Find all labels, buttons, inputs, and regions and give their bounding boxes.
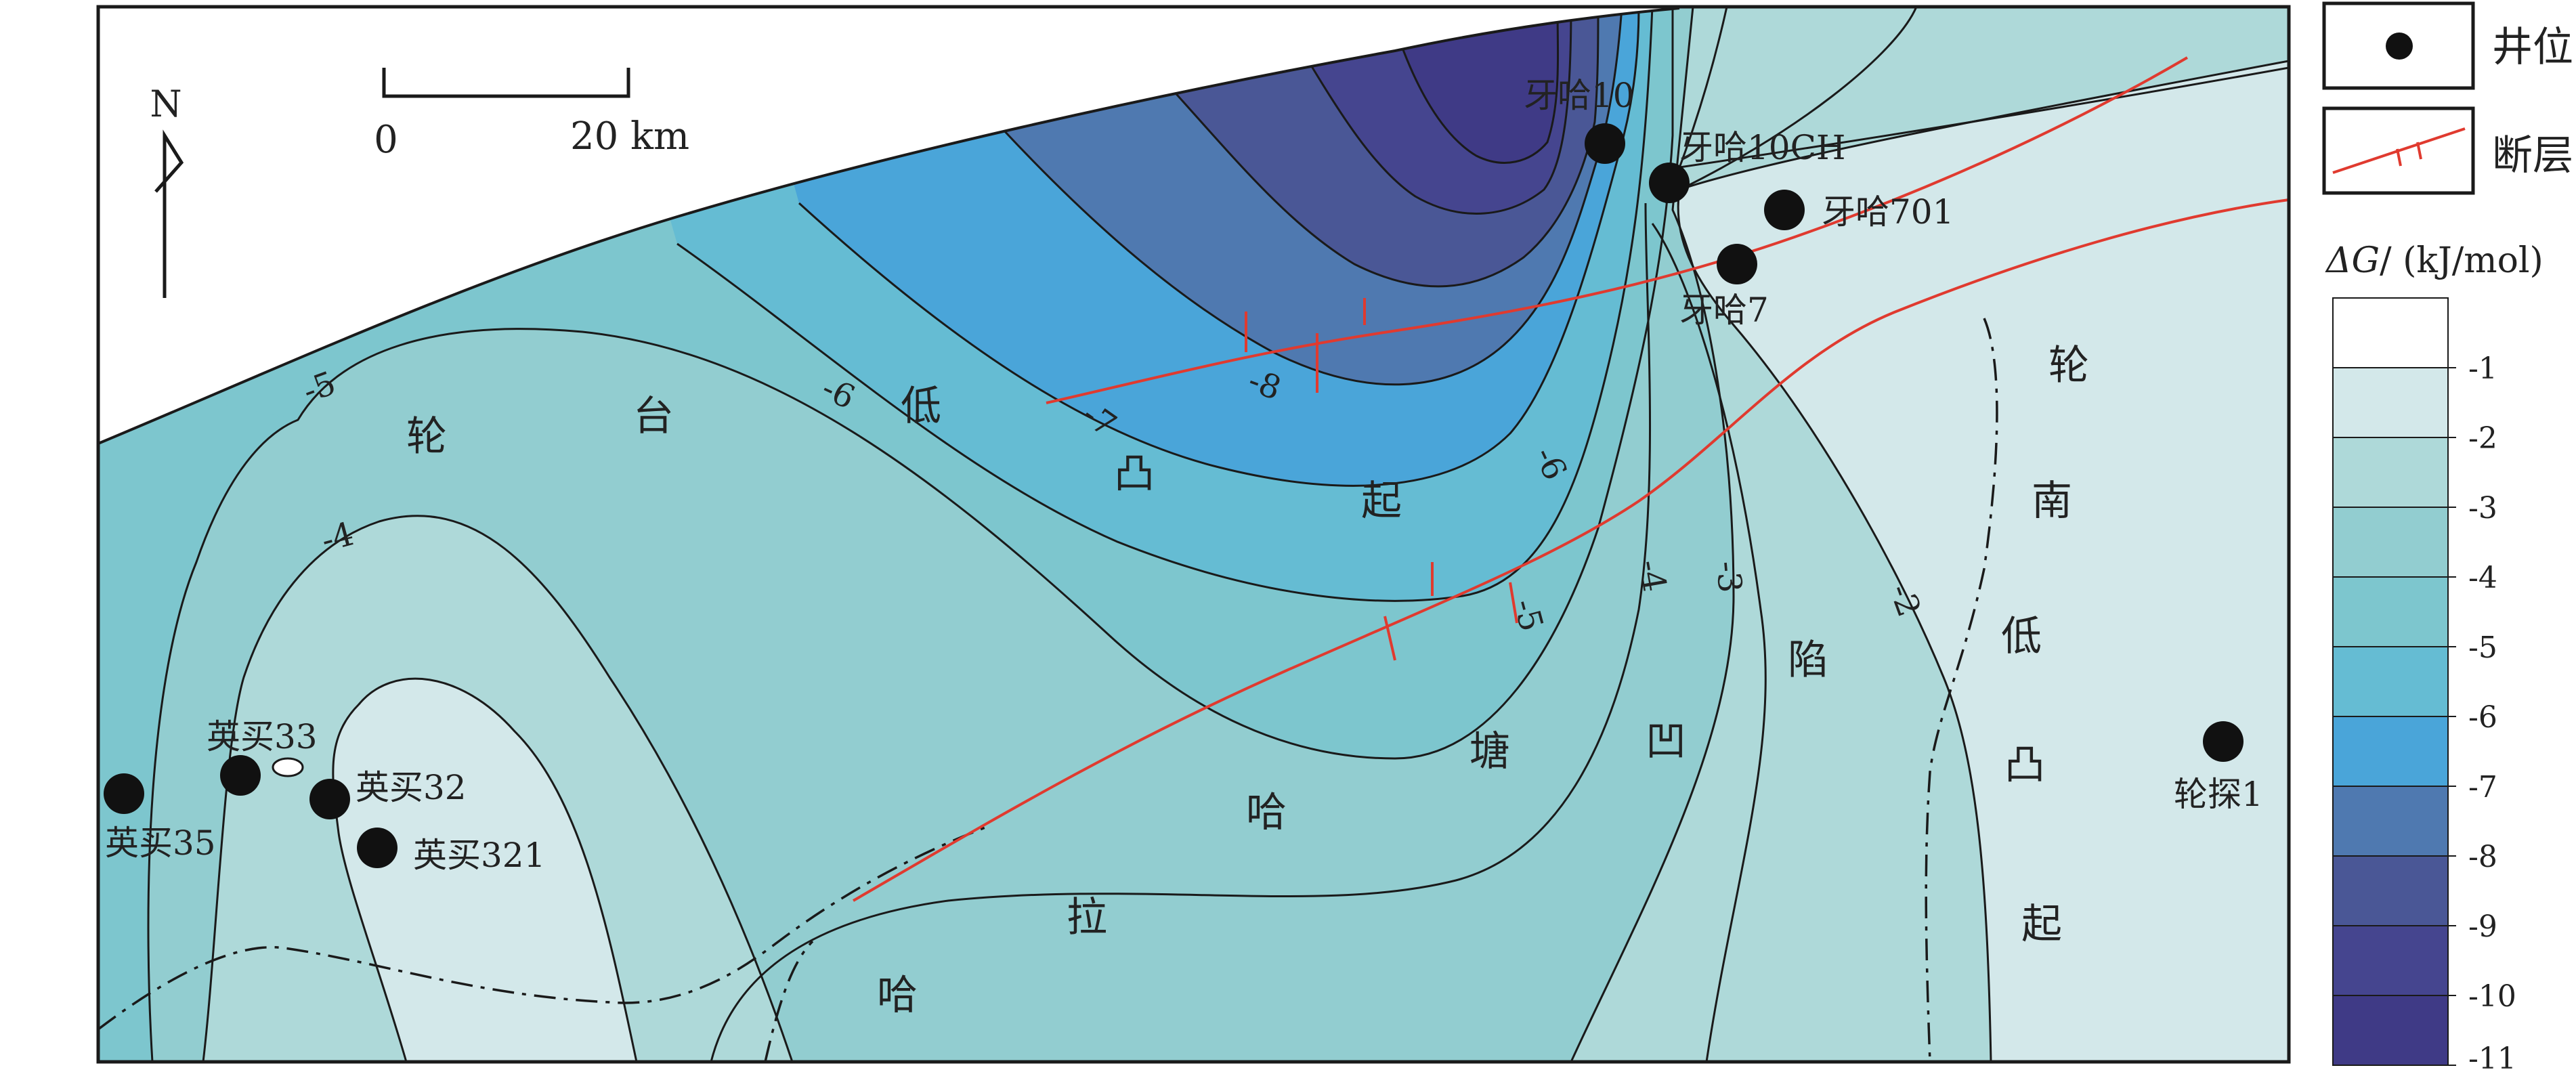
well-label: 轮探1 (2174, 775, 2263, 814)
region-label-luntai: 低 (901, 383, 941, 430)
color-scale-cell (2332, 995, 2449, 1066)
fault-icon (2332, 127, 2466, 174)
well-marker (309, 779, 350, 819)
region-label-luntai: 凸 (1114, 450, 1155, 498)
well-marker (1649, 163, 1690, 203)
wells: 牙哈10 牙哈10CH 牙哈701 牙哈7 英买33 英买32 英买35 英买3… (104, 76, 2263, 875)
color-scale-cell (2332, 646, 2449, 717)
color-scale-tick-label: -4 (2468, 561, 2497, 595)
fault-lines (852, 56, 2289, 902)
delta-g-symbol: ΔG (2325, 240, 2380, 281)
zone-east-2 (1678, 61, 2289, 1062)
region-label-lunnan: 轮 (2048, 342, 2089, 389)
region-label-halahatang: 凹 (1646, 718, 1686, 765)
contour-label: -4 (1631, 557, 1673, 595)
well-marker (1764, 190, 1805, 230)
region-label-lunnan: 低 (2001, 613, 2042, 660)
color-scale-cell (2332, 925, 2449, 996)
color-scale-tick-label: -9 (2468, 909, 2497, 944)
region-label-lunnan: 凸 (2004, 742, 2045, 789)
legend: 井位 断层 ΔG/ (kJ/mol) -1 -2 -3 -4 -5 -6 -7 -8 -9 -10… (2322, 1, 2573, 1072)
color-scale-tick-label: -5 (2468, 630, 2497, 665)
well-label: 牙哈701 (1822, 192, 1954, 232)
scale-end-label: 20 km (570, 114, 689, 158)
well-label: 英买32 (356, 768, 467, 807)
north-label: N (150, 83, 181, 125)
map-frame (96, 5, 2291, 1064)
region-label-lunnan: 起 (2021, 901, 2062, 948)
color-scale-cell (2332, 367, 2449, 438)
scale-bar: 0 20 km (374, 68, 689, 162)
region-label-halahatang: 塘 (1469, 728, 1510, 775)
northern-boundary (98, 7, 1680, 445)
color-scale: -1 -2 -3 -4 -5 -6 -7 -8 -9 -10 -11 (2332, 297, 2516, 1072)
well-marker (357, 828, 398, 868)
region-label-halahatang: 哈 (1246, 789, 1287, 836)
zone-southwest-2 (332, 679, 637, 1062)
boundary-lines (98, 318, 1998, 1062)
well-marker (2203, 721, 2244, 762)
color-scale-cell (2332, 507, 2449, 578)
color-scale-cell (2332, 576, 2449, 647)
color-scale-cell (2332, 786, 2449, 857)
region-label-halahatang: 哈 (877, 972, 918, 1019)
well-label: 英买321 (413, 836, 545, 875)
scale-start-label: 0 (374, 118, 398, 162)
scale-bar-line (382, 68, 630, 98)
well-label: 英买33 (207, 717, 318, 756)
north-arrow-icon (154, 129, 184, 298)
color-scale-tick-label: -1 (2468, 351, 2497, 386)
color-scale-cell (2332, 855, 2449, 926)
legend-delta-g-title: ΔG/ (kJ/mol) (2325, 240, 2543, 281)
color-scale-tick-label: -10 (2468, 979, 2516, 1014)
color-scale-tick-label: -11 (2468, 1042, 2516, 1072)
region-labels: 轮 台 低 凸 起 哈 拉 哈 塘 凹 陷 轮 南 低 凸 起 (406, 342, 2089, 1019)
color-scale-cell (2332, 297, 2449, 368)
unmapped-area (98, 7, 1679, 444)
delta-g-unit: / (kJ/mol) (2380, 240, 2543, 281)
color-scale-cell (2332, 716, 2449, 787)
color-scale-tick-label: -3 (2468, 491, 2497, 526)
well-marker (1717, 244, 1757, 284)
well-label: 英买35 (105, 823, 216, 863)
color-scale-tick-label: -8 (2468, 840, 2497, 874)
color-scale-tick-label: -7 (2468, 770, 2497, 805)
well-marker (220, 755, 261, 796)
region-label-lunnan: 南 (2032, 477, 2072, 525)
region-label-halahatang: 拉 (1067, 894, 1107, 941)
color-scale-tick-label: -2 (2468, 421, 2497, 456)
small-closure-contour (272, 757, 304, 777)
well-marker (104, 773, 144, 814)
well-marker (1585, 123, 1625, 164)
legend-well-label: 井位 (2492, 24, 2573, 71)
well-label: 牙哈7 (1679, 291, 1769, 330)
well-marker-icon (2386, 33, 2413, 60)
legend-fault-label: 断层 (2492, 132, 2573, 179)
color-scale-tick-label: -6 (2468, 700, 2497, 735)
north-arrow: N (150, 83, 184, 298)
well-label: 牙哈10CH (1679, 128, 1845, 167)
region-label-luntai: 轮 (406, 413, 447, 460)
region-label-halahatang: 陷 (1788, 637, 1828, 684)
well-label: 牙哈10 (1524, 76, 1635, 115)
color-scale-cell (2332, 437, 2449, 508)
region-label-luntai: 起 (1361, 477, 1402, 525)
region-label-luntai: 台 (633, 393, 674, 440)
contour-label: -3 (1709, 559, 1749, 594)
